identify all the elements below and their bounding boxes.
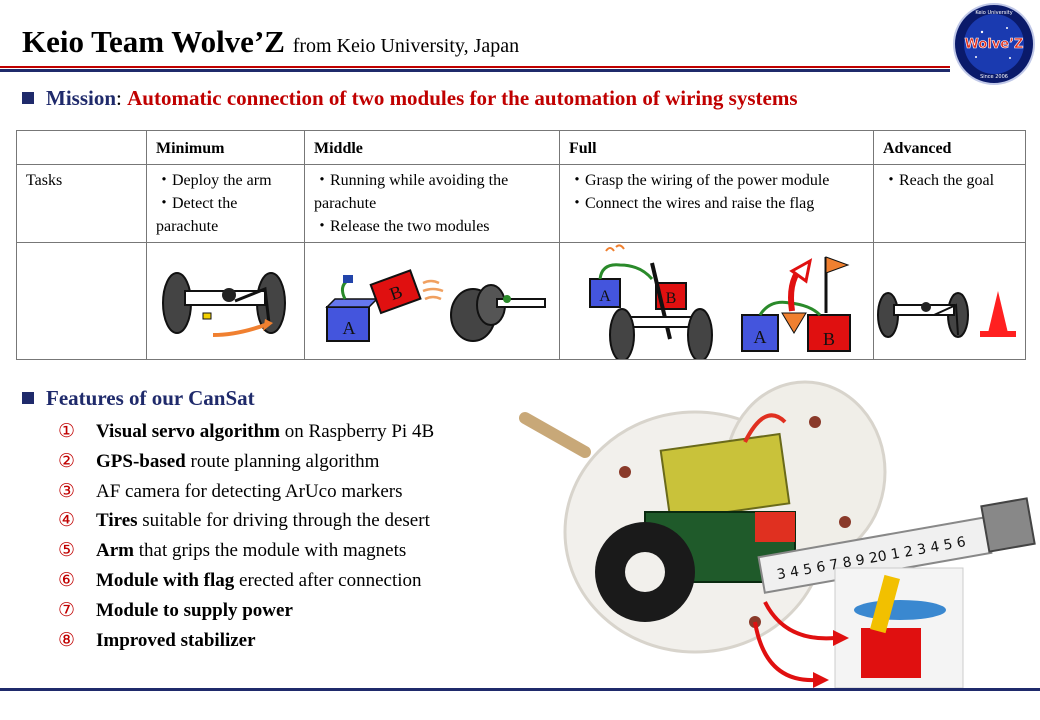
item-number: ⑥ [58, 569, 76, 591]
reach-goal-illustration [877, 291, 1016, 338]
illustration-full: A B A B [559, 242, 874, 360]
item-number: ① [58, 421, 76, 442]
footer-rule [0, 688, 1040, 691]
list-item: ① Visual servo algorithm on Raspberry Pi … [58, 420, 434, 450]
task-item: ・Deploy the arm [156, 172, 272, 189]
list-item: ⑤ Arm that grips the module with magnets [58, 539, 434, 569]
module-a-label: A [343, 318, 356, 338]
features-list: ① Visual servo algorithm on Raspberry Pi … [58, 420, 434, 658]
features-heading: Features of our CanSat [22, 386, 255, 411]
list-item: ⑦ Module to supply power [58, 599, 434, 629]
table-header-minimum: Minimum [146, 130, 305, 165]
module-b-label: B [666, 290, 677, 307]
title-main: Keio Team Wolve’Z [22, 24, 285, 59]
header-rule-blue [0, 69, 950, 72]
team-logo: Keio University Wolve’Z Since 2006 [953, 3, 1035, 85]
table-header-row: Minimum Middle Full Advanced [16, 130, 1026, 165]
item-number: ② [58, 450, 76, 472]
task-item: ・Connect the wires and raise the flag [569, 195, 815, 212]
item-bold: Arm [96, 540, 134, 562]
logo-text: Wolve’Z [965, 37, 1024, 52]
tasks-label: Tasks [16, 164, 147, 243]
illustration-middle: A B [304, 242, 560, 360]
item-number: ⑤ [58, 540, 76, 562]
item-text: erected after connection [234, 569, 422, 591]
rover-deploy-arm-illustration [162, 272, 286, 337]
item-number: ③ [58, 480, 76, 502]
table-header-middle: Middle [304, 130, 560, 165]
cansat-photo: 3 4 5 6 7 8 9 20 1 2 3 4 5 6 [519, 380, 1036, 689]
square-bullet-icon [22, 92, 34, 104]
item-bold: Tires [96, 510, 138, 532]
mission-levels-table: Minimum Middle Full Advanced Tasks ・Depl… [16, 130, 1026, 360]
list-item: ⑧ Improved stabilizer [58, 629, 434, 659]
item-text: that grips the module with magnets [133, 540, 407, 562]
illustration-empty [16, 242, 147, 360]
tasks-full: ・Grasp the wiring of the power module ・C… [559, 164, 874, 243]
list-item: ⑥ Module with flag erected after connecti… [58, 569, 434, 599]
tasks-advanced: ・Reach the goal [873, 164, 1026, 243]
module-a-label: A [599, 288, 611, 305]
item-text: route planning algorithm [185, 450, 380, 472]
item-bold: Module to supply power [96, 599, 293, 621]
task-item: ・Reach the goal [883, 172, 995, 189]
mission-text: Automatic connection of two modules for … [127, 86, 798, 110]
mission-line: Mission: Automatic connection of two mod… [22, 86, 798, 111]
item-text: on Raspberry Pi 4B [280, 421, 435, 442]
item-bold: Improved stabilizer [96, 629, 256, 651]
task-item: ・Grasp the wiring of the power module [569, 172, 830, 189]
table-row-tasks: Tasks ・Deploy the arm ・Detect the parach… [16, 164, 1026, 243]
release-modules-illustration: A B [325, 269, 546, 342]
title-subtitle: from Keio University, Japan [292, 35, 520, 57]
mission-label: Mission [46, 86, 117, 110]
list-item: ④ Tires suitable for driving through the … [58, 509, 434, 539]
tasks-minimum: ・Deploy the arm ・Detect the parachute [146, 164, 305, 243]
logo-ring-bottom: Since 2006 [980, 74, 1008, 80]
list-item: ② GPS-based route planning algorithm [58, 450, 434, 480]
module-a-label: A [754, 327, 767, 347]
goal-cone-icon [988, 291, 1008, 333]
logo-ring-top: Keio University [975, 10, 1012, 16]
item-bold: GPS-based [96, 450, 186, 472]
connect-modules-illustration: A B A B [589, 244, 851, 359]
item-number: ④ [58, 510, 76, 532]
list-item: ③ AF camera for detecting ArUco markers [58, 480, 434, 510]
illustration-minimum [146, 242, 305, 360]
item-bold: Visual servo algorithm [96, 421, 281, 442]
task-item: ・Running while avoiding the parachute [314, 172, 509, 212]
mission-sep: : [116, 86, 128, 110]
table-header-full: Full [559, 130, 874, 165]
item-number: ⑧ [58, 629, 76, 651]
header-rule-red [0, 66, 950, 68]
table-header-advanced: Advanced [873, 130, 1026, 165]
page-title: Keio Team Wolve’Z from Keio University, … [22, 24, 519, 60]
features-heading-text: Features of our CanSat [46, 386, 255, 410]
tasks-middle: ・Running while avoiding the parachute ・R… [304, 164, 560, 243]
illustration-advanced [873, 242, 1026, 360]
table-row-illustrations: A B A B [16, 242, 1026, 360]
item-text: suitable for driving through the desert [137, 510, 430, 532]
module-b-label: B [823, 329, 835, 349]
item-text: AF camera for detecting ArUco markers [96, 480, 403, 502]
task-item: ・Detect the parachute [156, 195, 238, 235]
square-bullet-icon [22, 392, 34, 404]
item-bold: Module with flag [96, 569, 235, 591]
task-item: ・Release the two modules [314, 218, 490, 235]
table-header-empty [16, 130, 147, 165]
item-number: ⑦ [58, 599, 76, 621]
